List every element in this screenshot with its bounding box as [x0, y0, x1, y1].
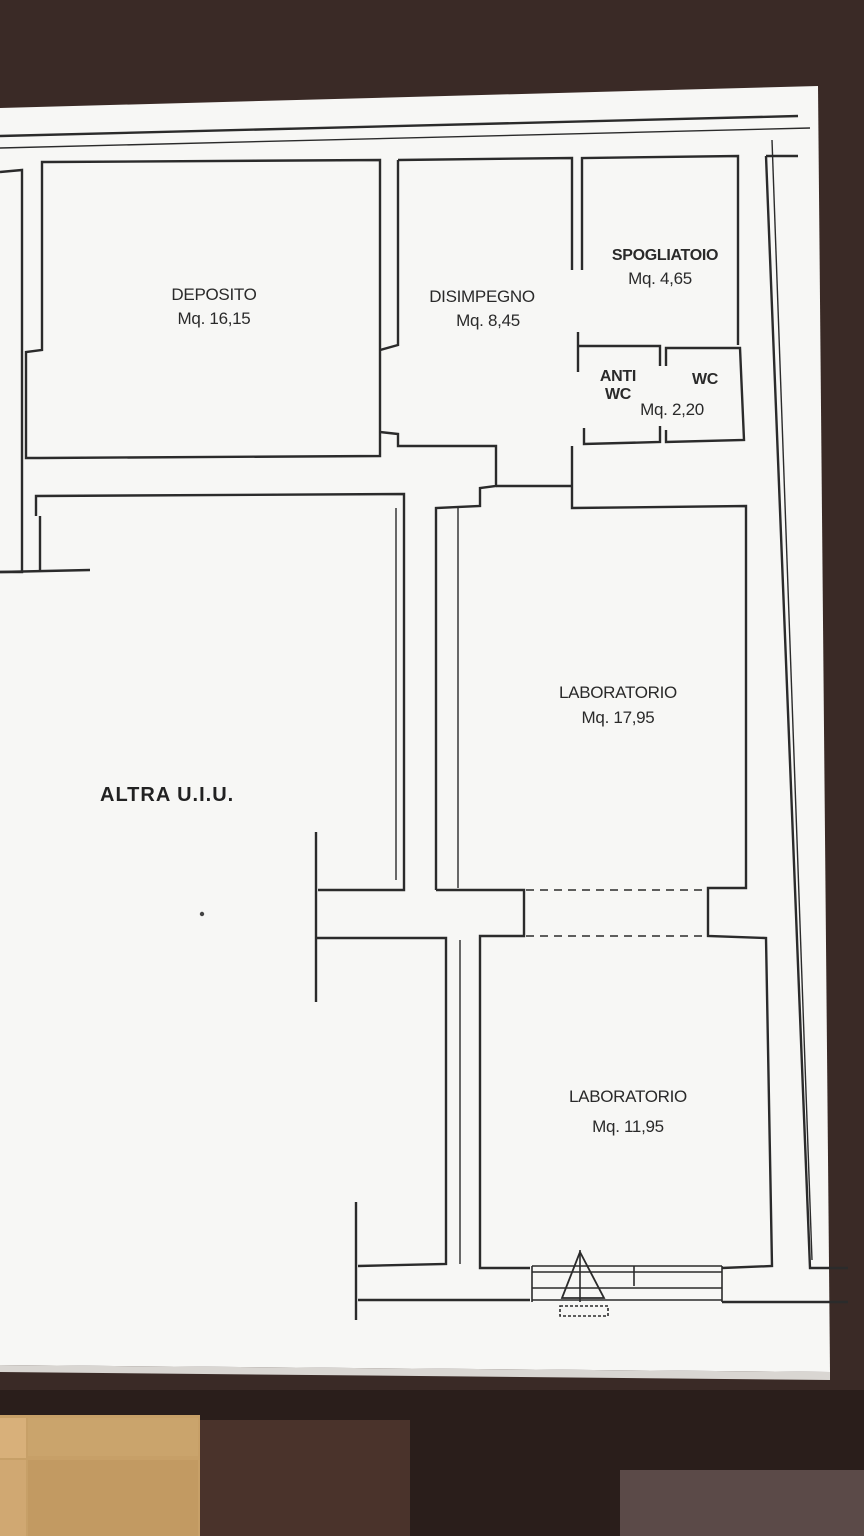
- room-name-line2: WC: [605, 386, 632, 403]
- wall-fills: [0, 127, 813, 1264]
- room-laboratorio-1: LABORATORIO Mq. 17,95: [559, 683, 677, 727]
- room-area: Mq. 2,20: [640, 400, 704, 419]
- room-name: LABORATORIO: [559, 683, 677, 702]
- room-wc: WC Mq. 2,20: [640, 371, 719, 419]
- room-name: LABORATORIO: [569, 1087, 687, 1106]
- room-name: DISIMPEGNO: [429, 287, 535, 306]
- room-area: Mq. 8,45: [456, 311, 520, 330]
- plan-walls: [0, 114, 848, 1320]
- room-area: Mq. 17,95: [582, 708, 655, 727]
- other-unit-label: ALTRA U.I.U.: [100, 784, 234, 806]
- room-spogliatoio: SPOGLIATOIO Mq. 4,65: [612, 247, 719, 288]
- room-deposito: DEPOSITO Mq. 16,15: [171, 285, 257, 328]
- room-area: Mq. 4,65: [628, 269, 692, 288]
- room-name: WC: [692, 371, 719, 388]
- floor-tiles: [0, 1390, 864, 1536]
- room-name: DEPOSITO: [171, 285, 256, 304]
- paper-sheet: [0, 86, 830, 1372]
- room-anti-wc: ANTI WC: [600, 368, 636, 403]
- ink-dot: [199, 911, 205, 917]
- room-disimpegno: DISIMPEGNO Mq. 8,45: [429, 287, 535, 330]
- room-area: Mq. 16,15: [178, 309, 251, 328]
- dashed-openings: [526, 889, 708, 937]
- room-name: SPOGLIATOIO: [612, 247, 718, 264]
- entrance-door: [531, 1249, 723, 1317]
- room-name-line1: ANTI: [600, 368, 636, 385]
- room-laboratorio-2: LABORATORIO Mq. 11,95: [569, 1087, 687, 1136]
- room-area: Mq. 11,95: [592, 1117, 664, 1136]
